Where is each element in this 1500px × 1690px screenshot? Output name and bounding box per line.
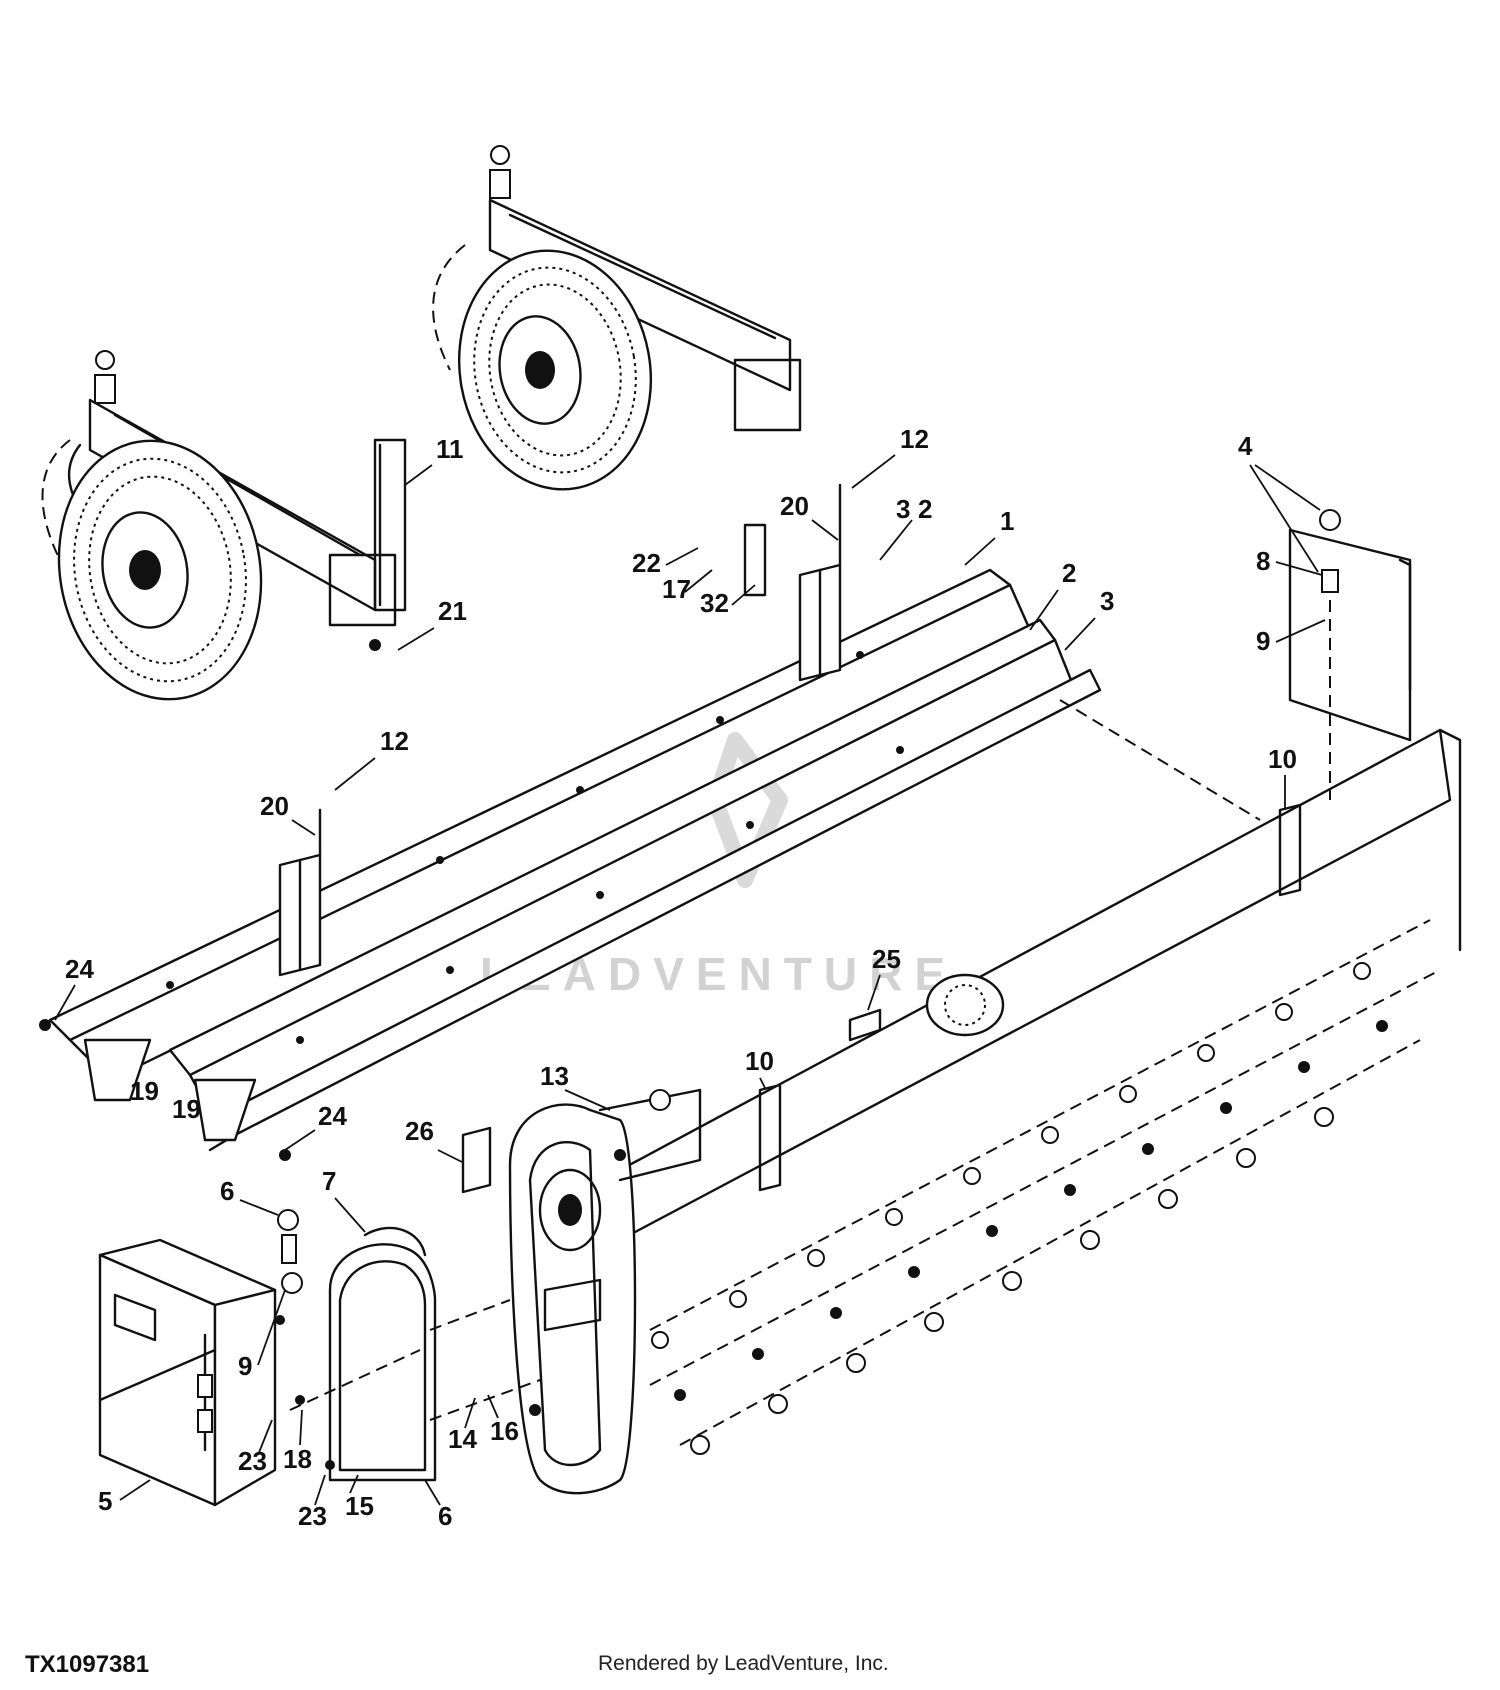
callout-9: 9 bbox=[1256, 626, 1270, 656]
rotor-bolt bbox=[963, 1167, 981, 1185]
rotor-bolt bbox=[729, 1290, 747, 1308]
callout-21: 21 bbox=[438, 596, 467, 626]
rotor-bolt bbox=[1275, 1003, 1293, 1021]
rotor-bolt bbox=[885, 1208, 903, 1226]
rotor-bolt bbox=[674, 1389, 686, 1401]
rotor-bolt bbox=[1298, 1061, 1310, 1073]
callout-9b: 9 bbox=[238, 1351, 252, 1381]
warning-decal bbox=[461, 1126, 492, 1194]
callout-4: 4 bbox=[1238, 431, 1253, 461]
callout-6b: 6 bbox=[438, 1501, 452, 1531]
side-door bbox=[328, 1226, 437, 1482]
callout-25: 25 bbox=[872, 944, 901, 974]
callout-7: 7 bbox=[322, 1166, 336, 1196]
door-alignment-line-2 bbox=[429, 1379, 541, 1421]
callout-12: 12 bbox=[900, 424, 929, 454]
callout-16: 16 bbox=[490, 1416, 519, 1446]
hinge-hardware bbox=[275, 1209, 335, 1470]
callout-11: 11 bbox=[436, 434, 464, 464]
callout-23: 23 bbox=[238, 1446, 267, 1476]
callout-5: 5 bbox=[98, 1486, 112, 1516]
callout-22: 22 bbox=[632, 548, 661, 578]
rotor-bolt bbox=[830, 1307, 842, 1319]
rotor-bolt bbox=[924, 1312, 944, 1332]
right-gauge-wheel-assembly bbox=[432, 145, 802, 491]
rotor-bolt bbox=[1142, 1143, 1154, 1155]
rotor-knife-hardware bbox=[649, 919, 1441, 1446]
callout-19: 19 bbox=[130, 1076, 159, 1106]
rotor-bolt bbox=[986, 1225, 998, 1237]
rotor-bolt bbox=[1314, 1107, 1334, 1127]
rotor-bolts bbox=[651, 962, 1388, 1455]
callout-3: 3 bbox=[1100, 586, 1114, 616]
callout-1: 1 bbox=[1000, 506, 1014, 536]
door-alignment-line bbox=[289, 1349, 421, 1411]
rendered-by-credit: Rendered by LeadVenture, Inc. bbox=[598, 1652, 889, 1675]
rotor-bolt bbox=[1080, 1230, 1100, 1250]
rotor-bolt bbox=[690, 1435, 710, 1455]
callout-20: 20 bbox=[780, 491, 809, 521]
callout-15: 15 bbox=[345, 1491, 374, 1521]
rotor-bolt bbox=[651, 1331, 669, 1349]
door-alignment-line-3 bbox=[429, 1299, 511, 1331]
callout-8: 8 bbox=[1256, 546, 1270, 576]
figure-id: TX1097381 bbox=[25, 1651, 149, 1678]
rotor-bolt bbox=[846, 1353, 866, 1373]
rotor-bolt bbox=[752, 1348, 764, 1360]
rotor-bolt bbox=[1197, 1044, 1215, 1062]
left-gauge-wheel-assembly bbox=[41, 350, 397, 701]
rotor-bolt bbox=[1376, 1020, 1388, 1032]
rotor-bolt bbox=[1002, 1271, 1022, 1291]
rail-upright-brackets bbox=[278, 483, 842, 977]
callout-18: 18 bbox=[283, 1444, 312, 1474]
main-housing bbox=[618, 509, 1462, 1302]
callout-2: 2 bbox=[918, 494, 932, 524]
callout-13: 13 bbox=[540, 1061, 569, 1091]
rotor-bolt bbox=[807, 1249, 825, 1267]
rotor-bolt bbox=[1119, 1085, 1137, 1103]
callout-32: 32 bbox=[700, 588, 729, 618]
callout-24b: 24 bbox=[318, 1101, 347, 1131]
callout-6: 6 bbox=[220, 1176, 234, 1206]
callout-19b: 19 bbox=[172, 1094, 201, 1124]
callout-24: 24 bbox=[65, 954, 94, 984]
rotor-bolt bbox=[1236, 1148, 1256, 1168]
callout-2b: 2 bbox=[1062, 558, 1076, 588]
rotor-bolt bbox=[1041, 1126, 1059, 1144]
callout-14: 14 bbox=[448, 1424, 477, 1454]
callout-3b: 3 bbox=[896, 494, 910, 524]
rotor-bolt bbox=[1220, 1102, 1232, 1114]
callout-23b: 23 bbox=[298, 1501, 327, 1531]
rotor-bolt bbox=[1158, 1189, 1178, 1209]
belt-drive-housing bbox=[508, 1088, 702, 1495]
callout-12b: 12 bbox=[380, 726, 409, 756]
rotor-bolt bbox=[908, 1266, 920, 1278]
rotor-bolt bbox=[1064, 1184, 1076, 1196]
rotor-bolt bbox=[1353, 962, 1371, 980]
callout-17: 17 bbox=[662, 574, 691, 604]
callout-labels: 1 2 2 3 3 4 5 6 6 7 8 9 9 10 bbox=[54, 424, 1326, 1531]
callout-26: 26 bbox=[405, 1116, 434, 1146]
height-adjust-bracket bbox=[373, 438, 407, 612]
callout-10b: 10 bbox=[745, 1046, 774, 1076]
rotor-bolt bbox=[768, 1394, 788, 1414]
callout-20b: 20 bbox=[260, 791, 289, 821]
callout-10: 10 bbox=[1268, 744, 1297, 774]
